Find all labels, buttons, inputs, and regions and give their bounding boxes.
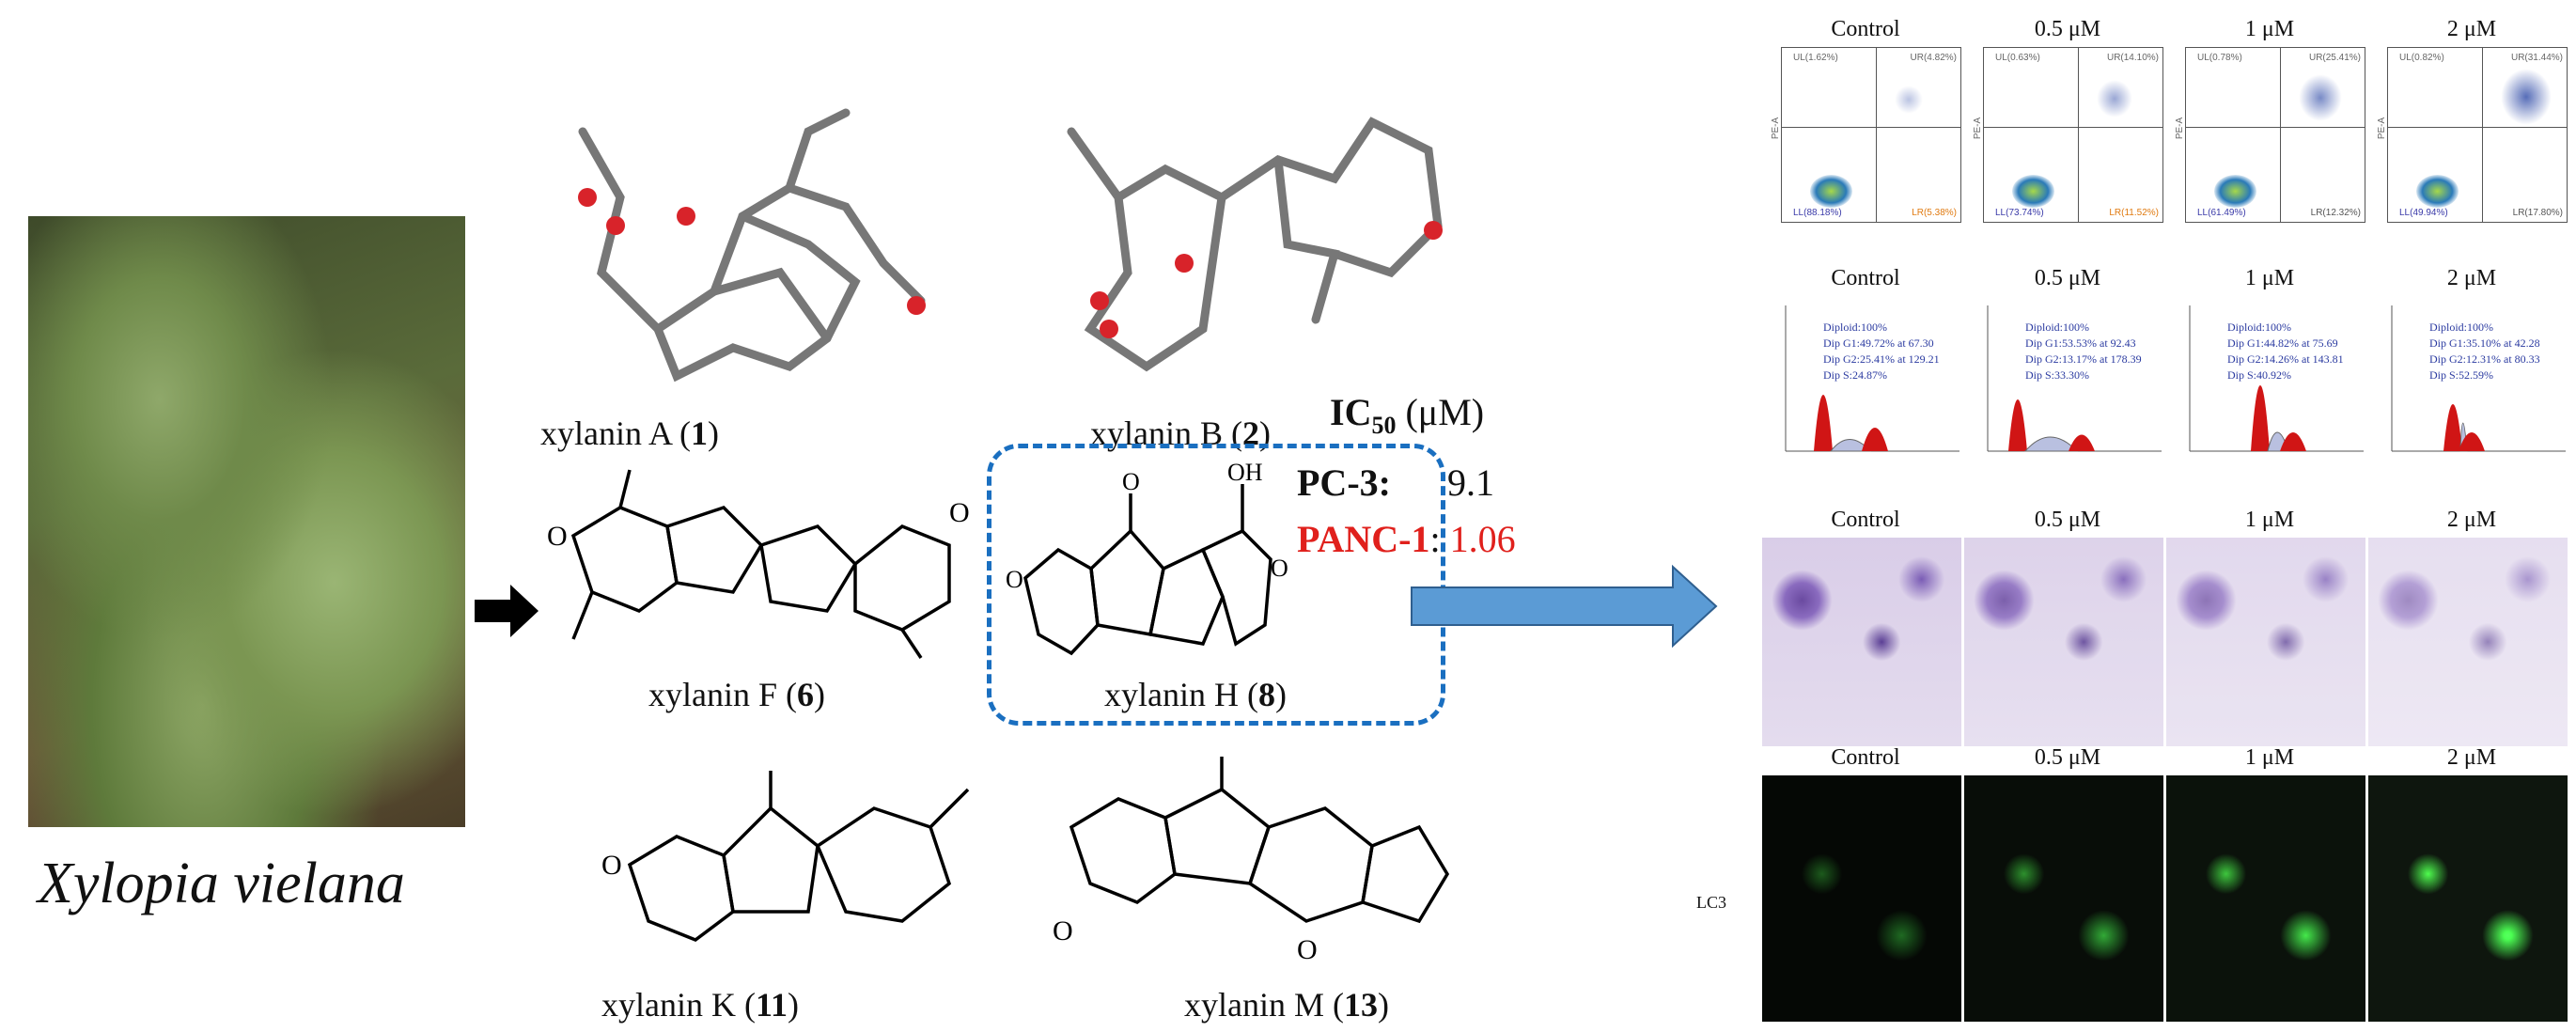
y-axis-label: PE-A — [2175, 117, 2186, 140]
microscopy-title: 0.5 μM — [2034, 508, 2101, 532]
compound-label-6: xylanin F (6) — [648, 676, 826, 713]
fluorescence-image — [1762, 775, 1961, 1022]
structure-xylanin-h: O O O OH — [1006, 459, 1288, 656]
oxygen-label: O — [1122, 468, 1140, 495]
quadrant-lr: LR(17.80%) — [2512, 208, 2563, 218]
flow-title: 1 μM — [2244, 17, 2295, 41]
plant-photo — [28, 216, 465, 827]
fluorescence-title: Control — [1831, 745, 1900, 770]
plant-caption: Xylopia vielana — [38, 852, 405, 915]
structure-xylanin-m: O O — [1053, 757, 1450, 965]
compound-label-11: xylanin K (11) — [601, 986, 799, 1024]
flow-title: Control — [1831, 17, 1900, 41]
structure-xylanin-k: O — [601, 771, 970, 942]
ic50-row-panc1: PANC-1: 1.06 — [1297, 518, 1516, 560]
quadrant-ul: UL(1.62%) — [1793, 53, 1838, 63]
cell-cycle-histogram — [1785, 305, 1959, 452]
microscopy-image — [2368, 538, 2568, 746]
quadrant-ll: LL(88.18%) — [1793, 208, 1842, 218]
fluorescence-title: 1 μM — [2244, 745, 2295, 770]
fluorescence-title: 2 μM — [2446, 745, 2497, 770]
quadrant-ul: UL(0.82%) — [2399, 53, 2444, 63]
fluorescence-image — [2166, 775, 2365, 1022]
cell-cycle-histogram — [2391, 305, 2566, 452]
cell-cycle-histogram — [1987, 305, 2162, 452]
crystal-structure-xylanin-a — [578, 108, 926, 383]
flow-cytometry-plot: UL(0.82%) UR(31.44%) LL(49.94%) LR(17.80… — [2377, 47, 2568, 223]
highlight-box-xylanin-h — [987, 444, 1445, 726]
ic50-row-pc3: PC-3:9.1 — [1297, 461, 1494, 504]
quadrant-ul: UL(0.78%) — [2197, 53, 2242, 63]
quadrant-lr: LR(5.38%) — [1912, 208, 1957, 218]
quadrant-ur: UR(4.82%) — [1910, 53, 1957, 63]
fluorescence-title: 0.5 μM — [2034, 745, 2101, 770]
blue-arrow-icon — [1411, 564, 1718, 649]
microscopy-image — [1964, 538, 2163, 746]
fluorescence-image — [1964, 775, 2163, 1022]
y-axis-label: PE-A — [2377, 117, 2388, 140]
flow-cytometry-plot: UL(0.63%) UR(14.10%) LL(73.74%) LR(11.52… — [1973, 47, 2163, 223]
quadrant-ll: LL(73.74%) — [1995, 208, 2044, 218]
flow-title: 0.5 μM — [2034, 17, 2101, 41]
quadrant-lr: LR(11.52%) — [2109, 208, 2159, 218]
y-axis-label: PE-A — [1973, 117, 1984, 140]
cell-cycle-title: Control — [1831, 266, 1900, 290]
quadrant-ur: UR(14.10%) — [2106, 53, 2159, 63]
oxygen-label: O — [547, 521, 568, 552]
structure-xylanin-f: O O — [547, 469, 970, 659]
cell-cycle-title: 1 μM — [2244, 266, 2295, 290]
flow-title: 2 μM — [2446, 17, 2497, 41]
oxygen-label: O — [1053, 915, 1073, 946]
microscopy-title: 1 μM — [2244, 508, 2295, 532]
oxygen-label: O — [949, 497, 970, 528]
quadrant-lr: LR(12.32%) — [2310, 208, 2361, 218]
lc3-label: LC3 — [1696, 893, 1727, 912]
cell-cycle-title: 2 μM — [2446, 266, 2497, 290]
microscopy-title: Control — [1831, 508, 1900, 532]
cell-cycle-title: 0.5 μM — [2034, 266, 2101, 290]
microscopy-image — [2166, 538, 2365, 746]
oxygen-label: O — [1297, 934, 1318, 965]
compound-label-13: xylanin M (13) — [1184, 986, 1389, 1024]
fluorescence-image — [2368, 775, 2568, 1022]
microscopy-title: 2 μM — [2446, 508, 2497, 532]
crystal-structure-xylanin-b — [1067, 117, 1443, 372]
cell-cycle-histogram — [2189, 305, 2364, 452]
oxygen-label: O — [601, 850, 622, 881]
flow-cytometry-plot: UL(1.62%) UR(4.82%) LL(88.18%) LR(5.38%)… — [1771, 47, 1961, 223]
compound-label-8: xylanin H (8) — [1104, 676, 1287, 713]
quadrant-ll: LL(61.49%) — [2197, 208, 2246, 218]
oxygen-label: O — [1271, 555, 1288, 582]
black-arrow-icon — [475, 585, 539, 637]
quadrant-ur: UR(31.44%) — [2510, 53, 2563, 63]
oxygen-label: O — [1006, 566, 1023, 593]
ic50-title: IC50 (μM) — [1330, 391, 1485, 439]
microscopy-image — [1762, 538, 1961, 746]
quadrant-ll: LL(49.94%) — [2399, 208, 2448, 218]
compound-label-1: xylanin A (1) — [540, 414, 720, 452]
quadrant-ur: UR(25.41%) — [2308, 53, 2361, 63]
hydroxyl-label: OH — [1227, 459, 1263, 486]
flow-cytometry-plot: UL(0.78%) UR(25.41%) LL(61.49%) LR(12.32… — [2175, 47, 2365, 223]
y-axis-label: PE-A — [1771, 117, 1782, 140]
quadrant-ul: UL(0.63%) — [1995, 53, 2040, 63]
